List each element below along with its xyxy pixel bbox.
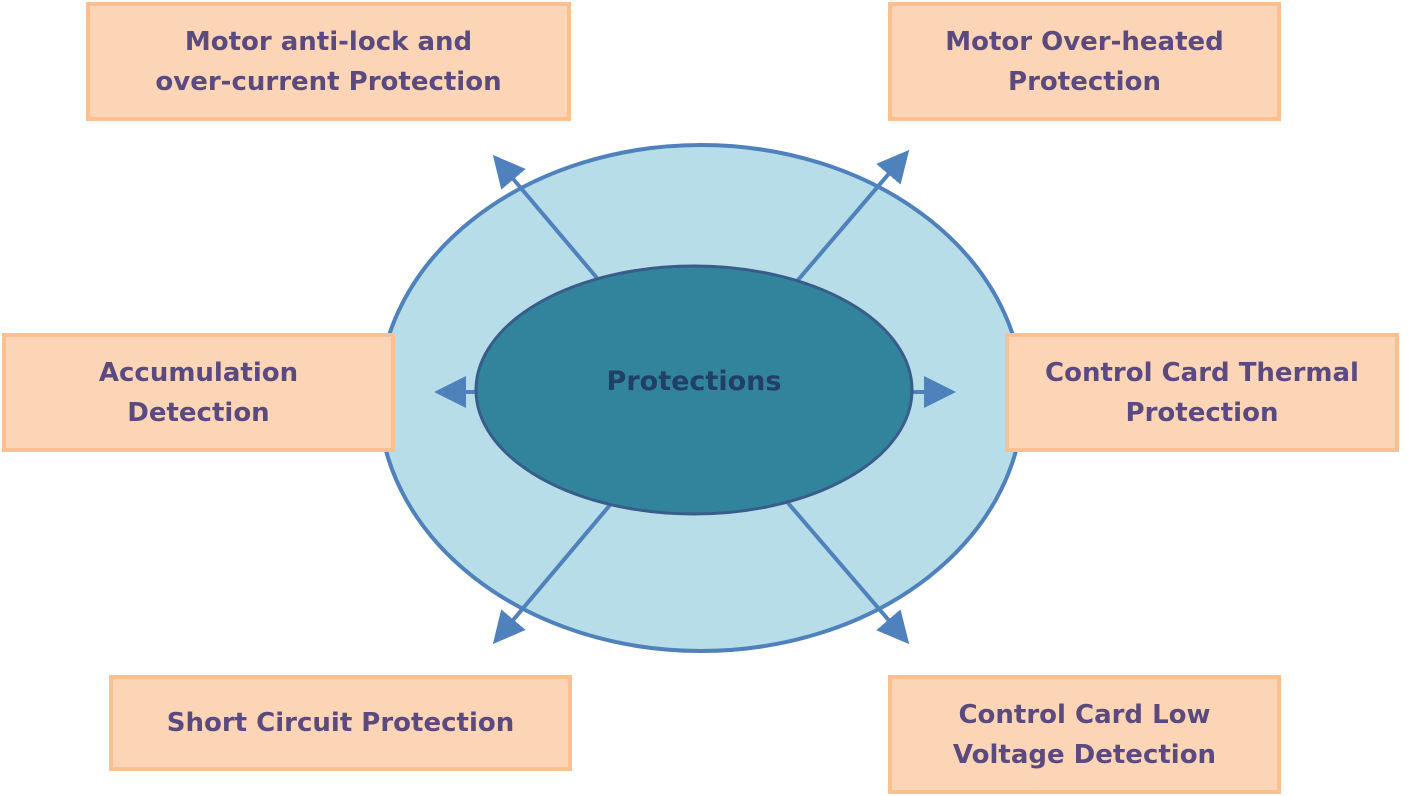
inner-ellipse: [474, 264, 914, 516]
arrow-upper-left: [492, 154, 599, 280]
box-control-card-thermal: Control Card Thermal Protection: [1005, 333, 1399, 452]
center-label: Protections: [606, 366, 782, 397]
arrow-lower-left: [492, 503, 612, 645]
arrow-upper-right: [796, 149, 910, 282]
box-accumulation-detection: Accumulation Detection: [2, 333, 395, 452]
box-motor-over-heated: Motor Over-heated Protection: [888, 2, 1281, 121]
box-control-card-low-voltage: Control Card Low Voltage Detection: [888, 675, 1281, 794]
box-motor-anti-lock: Motor anti-lock and over-current Protect…: [86, 2, 571, 121]
box-short-circuit: Short Circuit Protection: [109, 675, 572, 771]
arrow-lower-right: [786, 501, 910, 645]
